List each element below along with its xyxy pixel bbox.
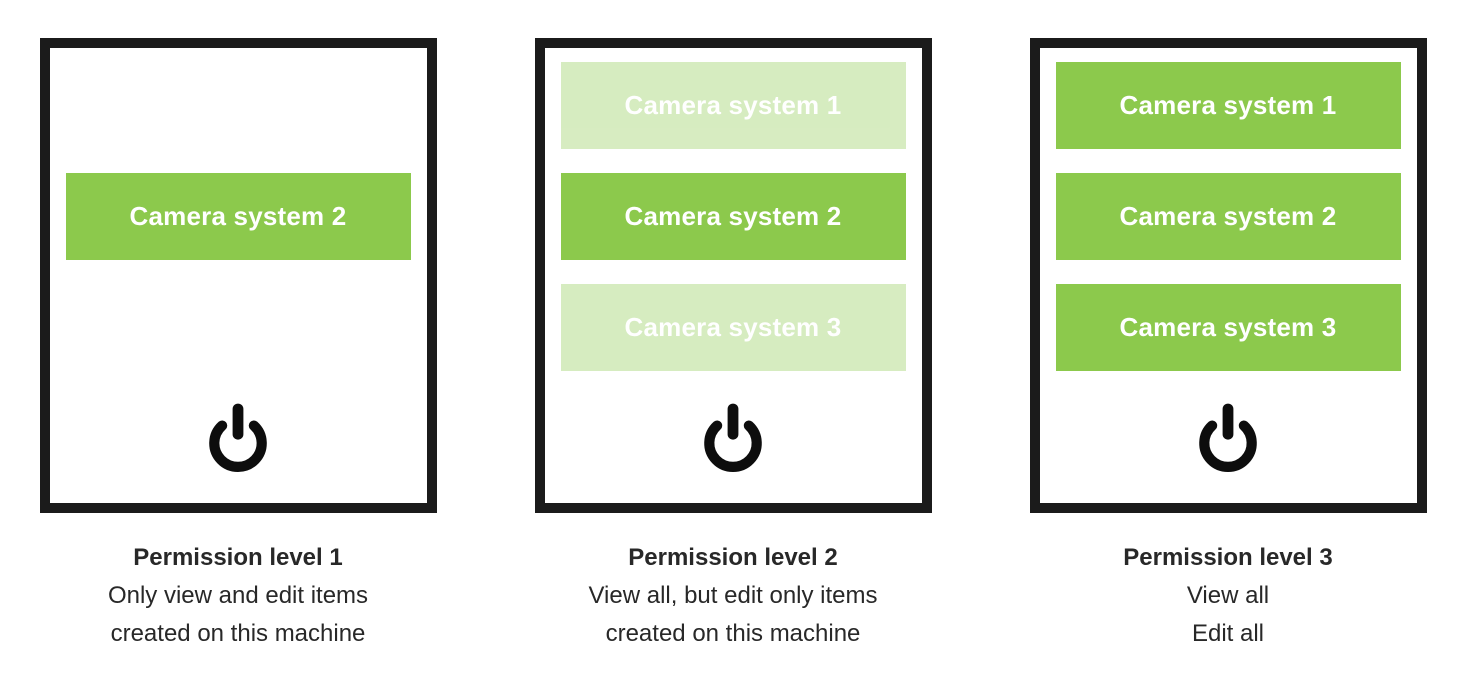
device-panel-3: Camera system 1 Camera system 2 Camera s… [1029, 38, 1427, 513]
camera-system-3-button[interactable]: Camera system 3 [560, 284, 906, 371]
caption-title: Permission level 3 [1123, 544, 1333, 571]
caption-title: Permission level 1 [133, 544, 343, 571]
device-panel-2: Camera system 1 Camera system 2 Camera s… [534, 38, 932, 513]
camera-system-2-button[interactable]: Camera system 2 [65, 173, 411, 260]
power-icon [209, 403, 267, 472]
caption-line: View all, but edit only items [588, 582, 878, 609]
camera-system-2-button[interactable]: Camera system 2 [1055, 173, 1401, 260]
permission-level-3-column: Camera system 1 Camera system 2 Camera s… [1029, 38, 1427, 653]
power-button[interactable] [697, 403, 769, 475]
panels-row: Camera system 2 Permission level 1 Only … [39, 38, 1427, 653]
camera-system-1-button[interactable]: Camera system 1 [1055, 62, 1401, 149]
camera-system-1-button[interactable]: Camera system 1 [560, 62, 906, 149]
permission-level-2-column: Camera system 1 Camera system 2 Camera s… [534, 38, 932, 653]
caption-title: Permission level 2 [628, 544, 838, 571]
caption-permission-level-2: Permission level 2 View all, but edit on… [475, 539, 991, 653]
permission-level-1-column: Camera system 2 Permission level 1 Only … [39, 38, 437, 653]
power-icon [1199, 403, 1257, 472]
device-panel-1: Camera system 2 [39, 38, 437, 513]
camera-system-3-button[interactable]: Camera system 3 [1055, 284, 1401, 371]
caption-line: created on this machine [110, 620, 366, 647]
caption-line: Edit all [1191, 620, 1265, 647]
power-button[interactable] [1192, 403, 1264, 475]
caption-line: created on this machine [605, 620, 861, 647]
power-icon [704, 403, 762, 472]
caption-permission-level-1: Permission level 1 Only view and edit it… [0, 539, 496, 653]
caption-permission-level-3: Permission level 3 View all Edit all [970, 539, 1466, 653]
caption-line: Only view and edit items [107, 582, 369, 609]
camera-system-2-button[interactable]: Camera system 2 [560, 173, 906, 260]
caption-line: View all [1186, 582, 1270, 609]
power-button[interactable] [202, 403, 274, 475]
